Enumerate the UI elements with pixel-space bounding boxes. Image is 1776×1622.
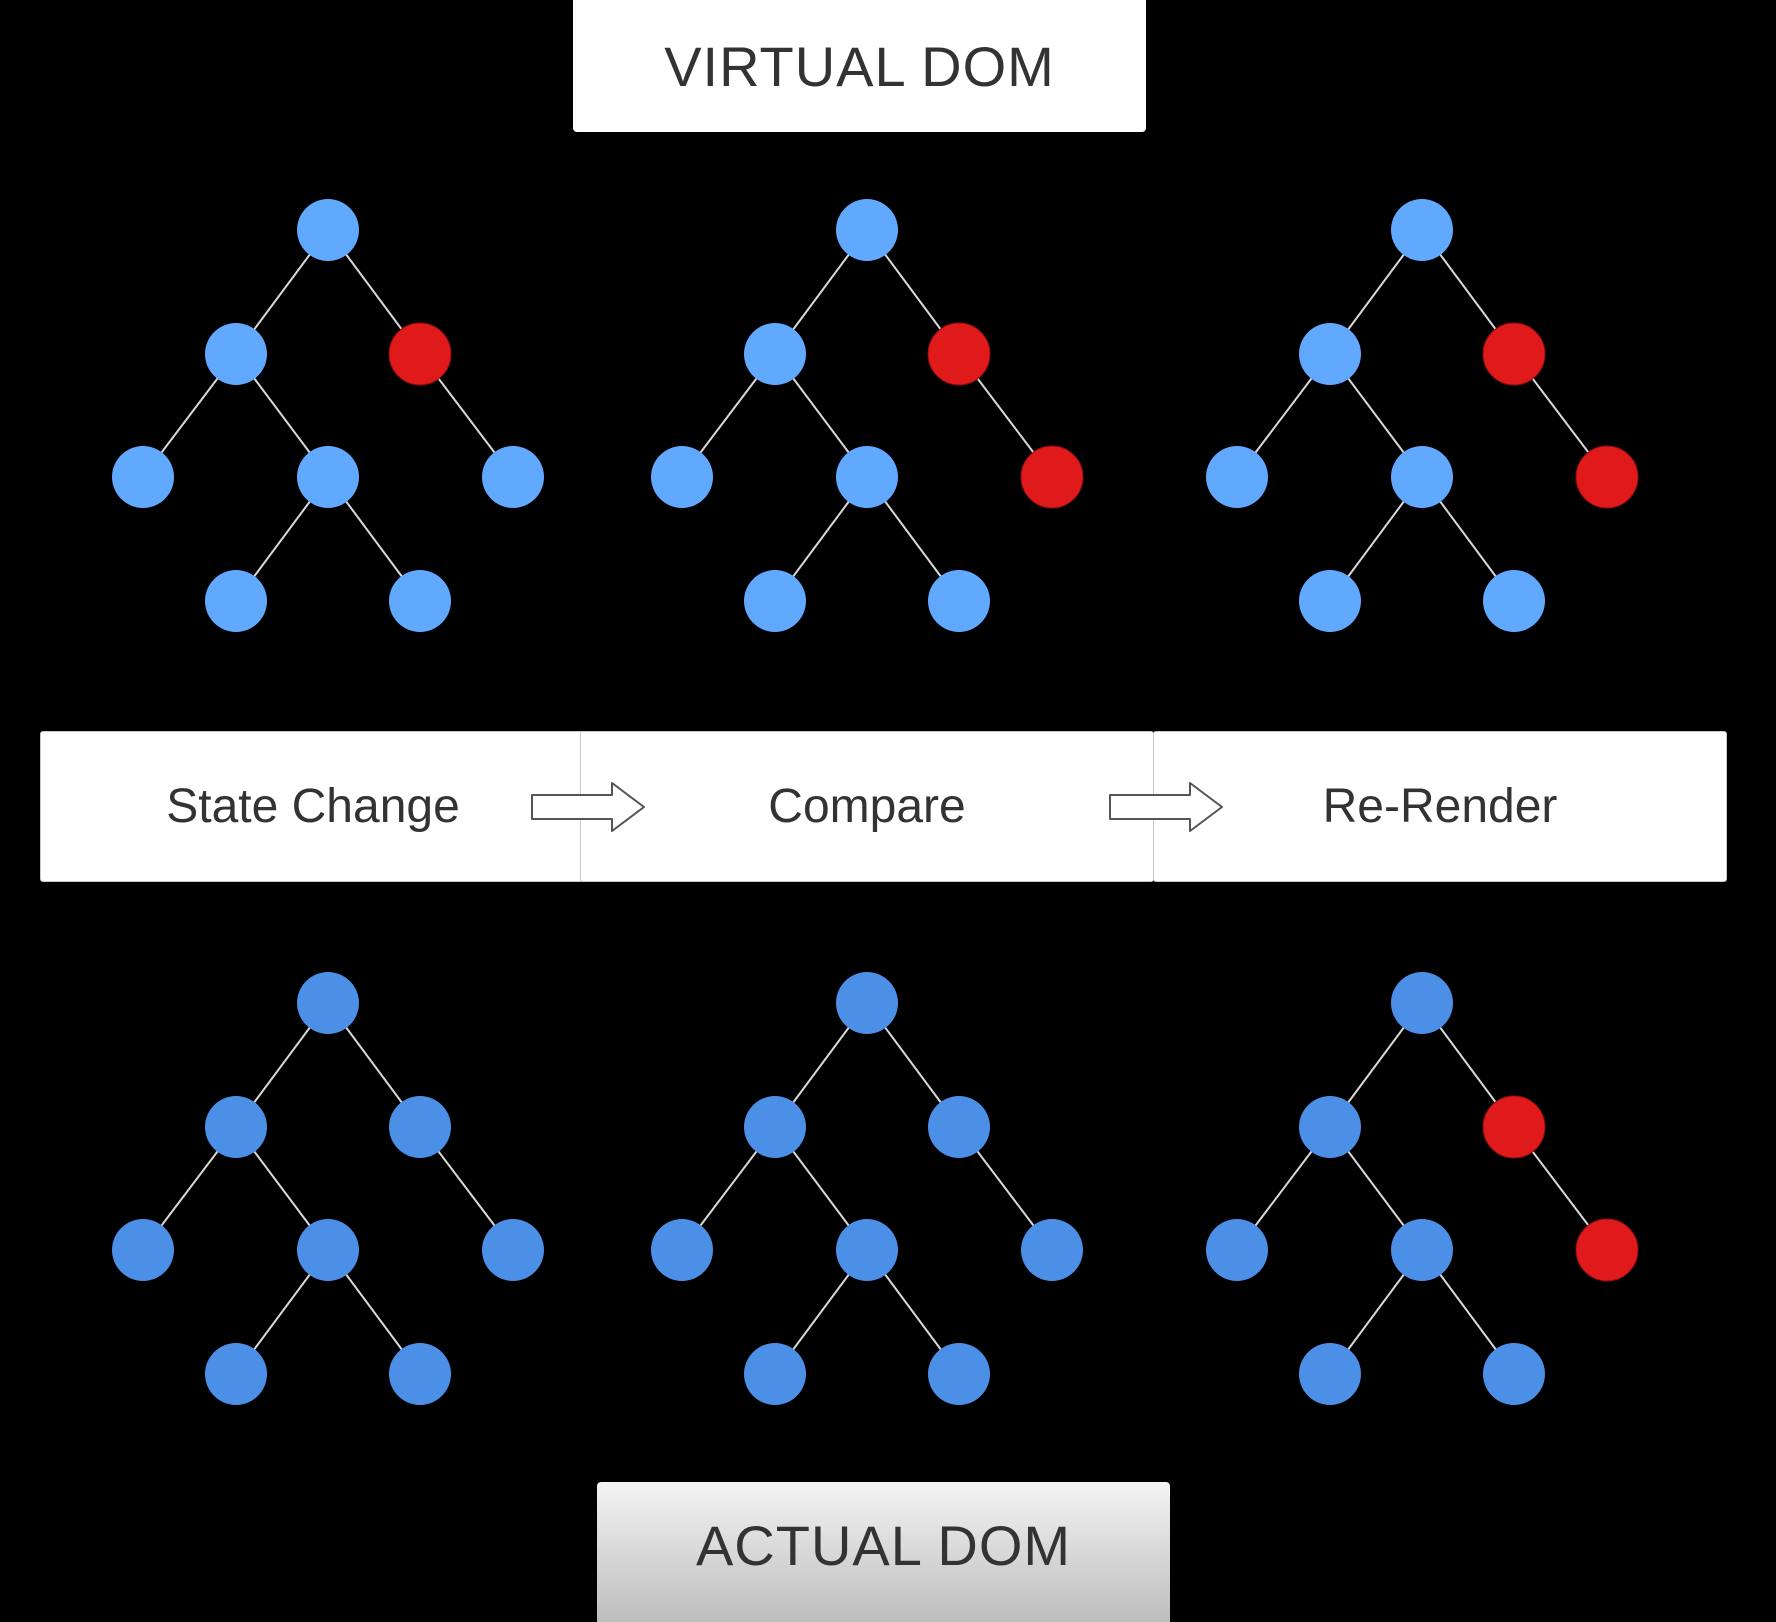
tree-node [928,570,990,632]
tree-node [1391,972,1453,1034]
tree-node-changed [388,322,452,386]
tree-node [389,1343,451,1405]
arrow-right-icon [1109,782,1223,832]
step-state-change-label: State Change [166,780,460,833]
tree-node [744,323,806,385]
tree-node [205,1343,267,1405]
tree-node [112,1219,174,1281]
tree-node [744,1343,806,1405]
tree-node [205,570,267,632]
tree-node-changed [1575,1218,1639,1282]
tree-node-changed [1482,322,1546,386]
arrow-right-icon [531,782,645,832]
tree-node [112,446,174,508]
tree-node [482,446,544,508]
tree-node [297,199,359,261]
tree-node-changed [1020,445,1084,509]
dom-tree-actual-1 [112,972,544,1405]
tree-node [1391,1219,1453,1281]
step-compare-label: Compare [768,780,966,833]
dom-tree-virtual-3 [1206,199,1639,632]
tree-node [482,1219,544,1281]
tree-node [1021,1219,1083,1281]
step-compare: Compare [580,731,1154,882]
tree-node [928,1343,990,1405]
actual-dom-title-text: ACTUAL DOM [695,1513,1072,1577]
virtual-dom-title-text: VIRTUAL DOM [664,34,1055,98]
tree-node [297,972,359,1034]
tree-node [836,199,898,261]
tree-node [928,1096,990,1158]
dom-tree-actual-3 [1206,972,1639,1405]
tree-node-changed [1575,445,1639,509]
tree-node [1391,199,1453,261]
tree-node [836,972,898,1034]
tree-node [297,1219,359,1281]
dom-tree-virtual-1 [112,199,544,632]
dom-tree-actual-2 [651,972,1083,1405]
tree-node [836,446,898,508]
tree-node [1206,446,1268,508]
tree-node [389,570,451,632]
tree-node [389,1096,451,1158]
dom-tree-virtual-2 [651,199,1084,632]
tree-node [1391,446,1453,508]
step-re-render: Re-Render [1153,731,1727,882]
tree-node-changed [1482,1095,1546,1159]
step-state-change: State Change [40,731,586,882]
tree-node [1483,570,1545,632]
tree-node [205,323,267,385]
tree-node [651,446,713,508]
actual-dom-title: ACTUAL DOM [597,1482,1170,1622]
tree-node [744,1096,806,1158]
tree-node [205,1096,267,1158]
tree-node [1299,1343,1361,1405]
virtual-dom-title: VIRTUAL DOM [573,0,1146,132]
tree-node [297,446,359,508]
tree-node [1206,1219,1268,1281]
tree-node [1299,570,1361,632]
tree-node [836,1219,898,1281]
tree-node [1483,1343,1545,1405]
tree-node [1299,323,1361,385]
tree-node-changed [927,322,991,386]
tree-node [744,570,806,632]
tree-node [1299,1096,1361,1158]
tree-node [651,1219,713,1281]
step-re-render-label: Re-Render [1322,780,1558,833]
